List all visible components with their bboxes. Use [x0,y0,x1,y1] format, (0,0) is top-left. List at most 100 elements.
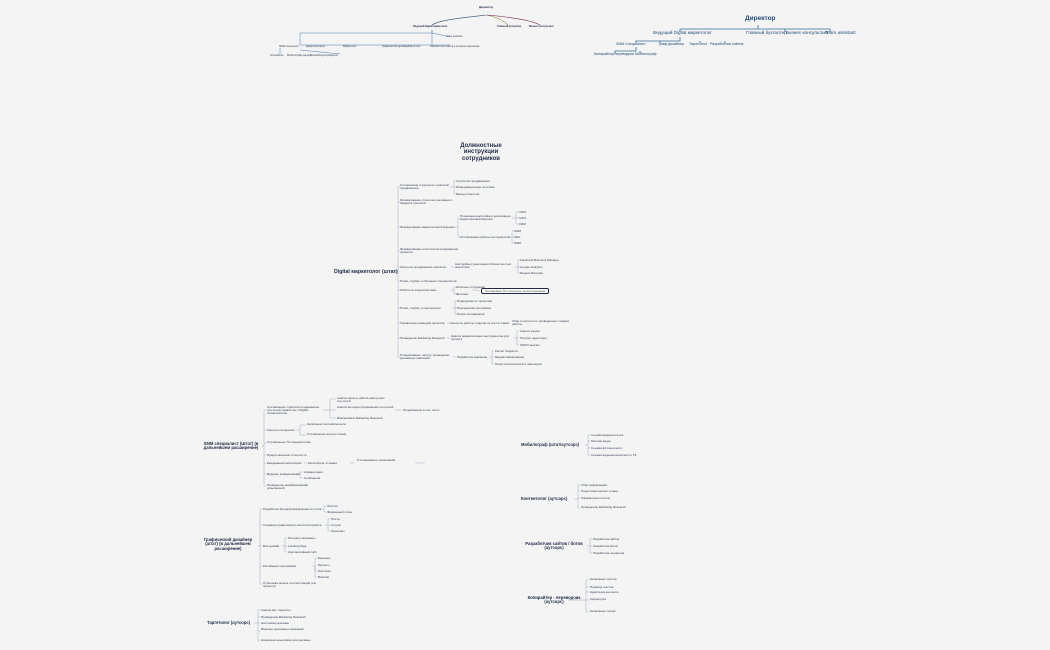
designer-b2-i0: Посты [331,517,340,521]
designer-b2-i2: Креативы [331,529,345,533]
digital-b10-i2: SWOT анализ [520,343,540,347]
digital-b11: Планирование, запуск, проведение рекламн… [400,353,450,361]
org-small-consultant: Бизнес-консультант [529,25,554,28]
digital-b6: Поиск, подбор и обучение специалистов [400,279,457,283]
digital-b5-a-i2: Яндекс.Метрика [520,271,543,275]
content-i0: Сбор информации [581,483,607,487]
smm-b1-i0: Анализ ниши и работа наилучших соц.сетей [337,396,385,404]
target-root: Таргетолог (аутсорс) [207,620,251,625]
copy-i0: Написание текстов [590,577,617,581]
smm-b1: Составление стратегии продвижения соц.се… [267,405,320,416]
digital-b2: Формирование стратегии рекламного бюджет… [400,198,453,206]
digital-b3-b-i2: SMM [514,241,521,245]
org-large-assistant: Team assistant [825,30,856,35]
target-i2: Настройка рекламы [261,621,289,625]
designer-root: Графический дизайнер (штат) (в дальнейше… [203,537,253,551]
smm-b1-i2: Взаимосвязь Marketing Research [337,416,383,420]
digital-b8: Поиск, подбор и партнерство [400,306,441,310]
smm-b6-i0: Комментарии [304,470,323,474]
digital-b5-a: Настройка и реализация бизнес-систем ана… [455,262,511,270]
digital-b1-i2: Бренд-стратегия [456,192,480,196]
digital-b11-i1: Медиапланирование [495,355,525,359]
org-small-l4-5: Разработчик сайтов и интернет-магазинов [430,45,480,48]
org-large-target: Таргетолог [689,42,708,46]
digital-b7-i0: Штатные сотрудники [456,285,485,289]
org-small-assistant: Team assistant [446,35,463,38]
designer-b4-i3: Визитки [318,575,330,579]
digital-b3-a-i2: CRM [519,222,526,226]
digital-b8-i2: Поиск поставщиков [457,312,485,316]
content-i2: Оформление постов [581,496,610,500]
designer-b1: Разработка брендбука/фирменного стиля [263,507,322,511]
digital-b1-i1: Информационная политика [456,185,495,189]
dev-root: Разработчик сайтов / ботов (аутсорс) [525,541,583,551]
designer-b4-i2: Листовки [318,569,331,573]
designer-b3-i2: Корпоративный сайт [288,550,317,554]
mobile-i3: Съемка видеоматериалов по ТЗ [591,453,637,457]
digital-b5-a-i0: Facebook Business Manager [520,258,559,262]
digital-b3-b-i1: SEO [514,235,521,239]
digital-b3-a-i1: CRM [519,216,526,220]
digital-b3: Формирование маркетинговой воронки [400,225,455,229]
target-i1: Проведение Marketing Research [261,615,306,619]
digital-b5-a-i1: Google Analytics [520,265,543,269]
smm-b2-i0: Написание постов/контента [307,422,346,426]
digital-b4: Формирование отчетностей продвижения про… [400,247,459,255]
digital-b9: Управление командой проектов [400,321,445,325]
digital-b10-i1: Портрет аудитории [520,336,547,340]
smm-b5-b: Отслеживание упоминаний [357,458,396,462]
digital-b10: Проведение Marketing Research [400,336,445,340]
org-small-l5-0: Копирайтер [270,54,284,57]
smm-b6-i1: Сообщения [304,476,321,480]
page-title: Должностные инструкции сотрудников [460,143,502,162]
org-large-copy: Копирайтер/переводчик [594,52,634,56]
mobile-i1: Монтаж видео [591,439,612,443]
smm-b3: Составление ТЗ специалистам [267,440,311,444]
org-large-mobile: Мобилограф [635,52,657,56]
digital-b3-b-i0: SMM [514,229,521,233]
copy-i4: Написание статей [590,609,616,613]
digital-b11-i2: Поиск исполнителей и партнеров [495,362,542,366]
org-large-dev: Разработчик сайтов [710,42,744,46]
digital-b3-a: Пошаговая настройка и реализация маркети… [460,214,511,222]
dev-i1: Разработка ботов [593,544,618,548]
content-i1: Подготовка контент-плана [581,489,618,493]
digital-b5: Контроль продвижения проектов [400,265,446,269]
org-large-designer: граф.дизайнер [659,42,685,46]
designer-b1-i1: Фирменный стиль [327,510,353,514]
digital-b3-a-i0: CRM [519,210,526,214]
digital-b8-i0: Подрядчики по проектам [457,299,492,303]
designer-b4-i1: Буклеты [318,563,330,567]
designer-b3: Веб-дизайн [263,544,280,548]
digital-b9-b: Сбор отчетности о проведенных стадиях ра… [512,319,570,327]
designer-b4-i0: Баннеры [318,556,331,560]
content-i3: Проведение Marketing Research [581,505,626,509]
digital-b10-i0: Анализ рынка [520,329,540,333]
mobile-root: Мобилограф (штат/аутсорс) [521,442,580,447]
designer-b3-i0: Интернет-магазины [288,536,316,540]
smm-b6: Ведение коммуникации [267,472,300,476]
digital-b1: Составление и контроль стратегий продвиж… [400,183,449,191]
org-small-l4-2: Маркетолог [343,45,357,48]
digital-b10-a: Анализ маркетинговых инструментов для пр… [451,334,510,342]
org-large-smm: SMM Специалист [616,42,646,46]
designer-b4: Рекламная полиграфия [263,564,297,568]
org-large-accountant: Главный бухгалтер [746,30,787,35]
org-small-director: Директор [479,5,494,9]
org-small-l4-3: Графический дизайнер [382,45,409,48]
dev-i0: Разработка сайтов [593,537,620,541]
org-small-lead: Ведущий Digital маркетолог [413,25,448,28]
target-i0: Анализ ЦА, таргетинг [261,608,291,612]
smm-b4: Предоставление отчетности [267,453,307,457]
digital-b7: Работа со специалистами [400,288,437,292]
digital-root: Digital маркетолог (штат) [334,269,398,275]
smm-b2-i1: Составление контент-плана [307,432,347,436]
smm-root: SMM специалист (Штат) (в дальнейшем расш… [203,441,259,451]
target-i3: Ведение рекламных кампаний [261,627,304,631]
org-large-consultant: Бизнес-консультант [786,30,829,35]
copy-i2: Адаптация контента [590,590,619,594]
digital-b8-i1: Партнерская программа [457,306,491,310]
designer-b1-i0: Логотип [327,504,338,508]
